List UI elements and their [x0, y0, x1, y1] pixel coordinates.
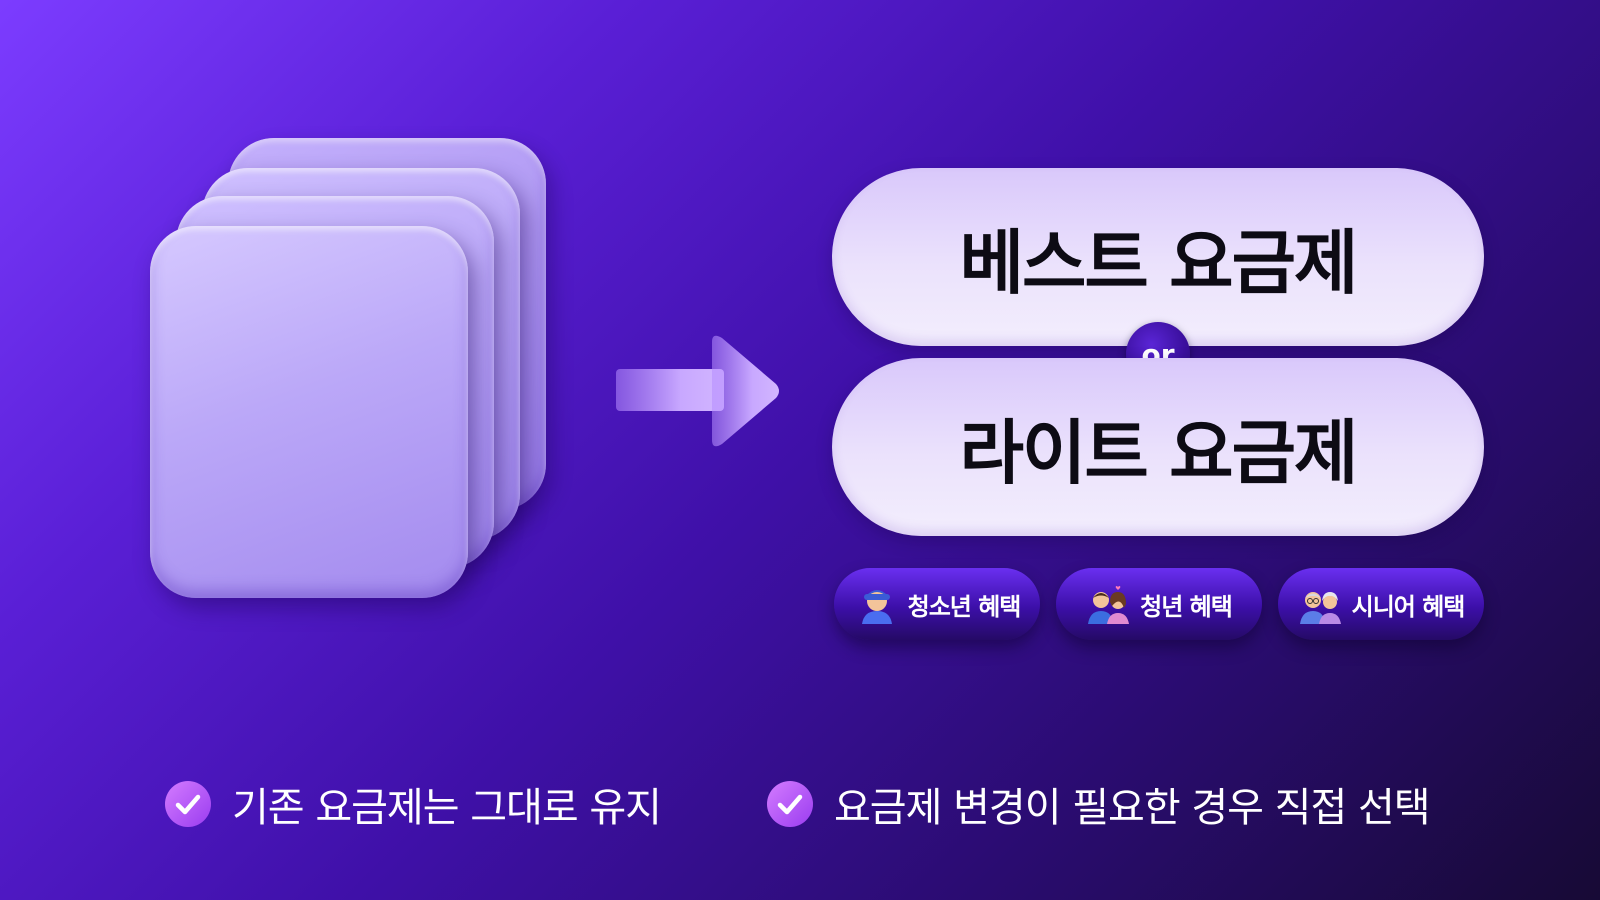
- senior-benefit-chip: 시니어 혜택: [1278, 568, 1484, 640]
- card-layer-1: [150, 226, 468, 598]
- best-plan-label: 베스트 요금제: [959, 221, 1359, 304]
- note-select-plan: 요금제 변경이 필요한 경우 직접 선택: [766, 776, 1431, 832]
- right-arrow-icon: [616, 335, 779, 447]
- lite-plan-pill: 라이트 요금제: [832, 358, 1484, 536]
- youth-benefit-chip: 청년 혜택: [1056, 568, 1262, 640]
- check-icon: [165, 781, 211, 827]
- senior-couple-emoji-icon: [1299, 592, 1341, 624]
- teen-benefit-label: 청소년 혜택: [907, 592, 1022, 621]
- stacked-cards-illustration: [150, 138, 546, 603]
- lite-plan-label: 라이트 요금제: [959, 411, 1359, 494]
- check-icon: [767, 781, 813, 827]
- teen-benefit-chip: 청소년 혜택: [834, 568, 1040, 640]
- note-keep-plan: 기존 요금제는 그대로 유지: [164, 776, 662, 832]
- note-select-plan-text: 요금제 변경이 필요한 경우 직접 선택: [834, 785, 1431, 831]
- youth-benefit-label: 청년 혜택: [1140, 592, 1233, 621]
- best-plan-pill: 베스트 요금제: [832, 168, 1484, 346]
- teen-emoji-icon: [861, 590, 892, 624]
- senior-benefit-label: 시니어 혜택: [1351, 592, 1466, 621]
- note-keep-plan-text: 기존 요금제는 그대로 유지: [232, 785, 662, 831]
- couple-emoji-icon: [1088, 586, 1130, 624]
